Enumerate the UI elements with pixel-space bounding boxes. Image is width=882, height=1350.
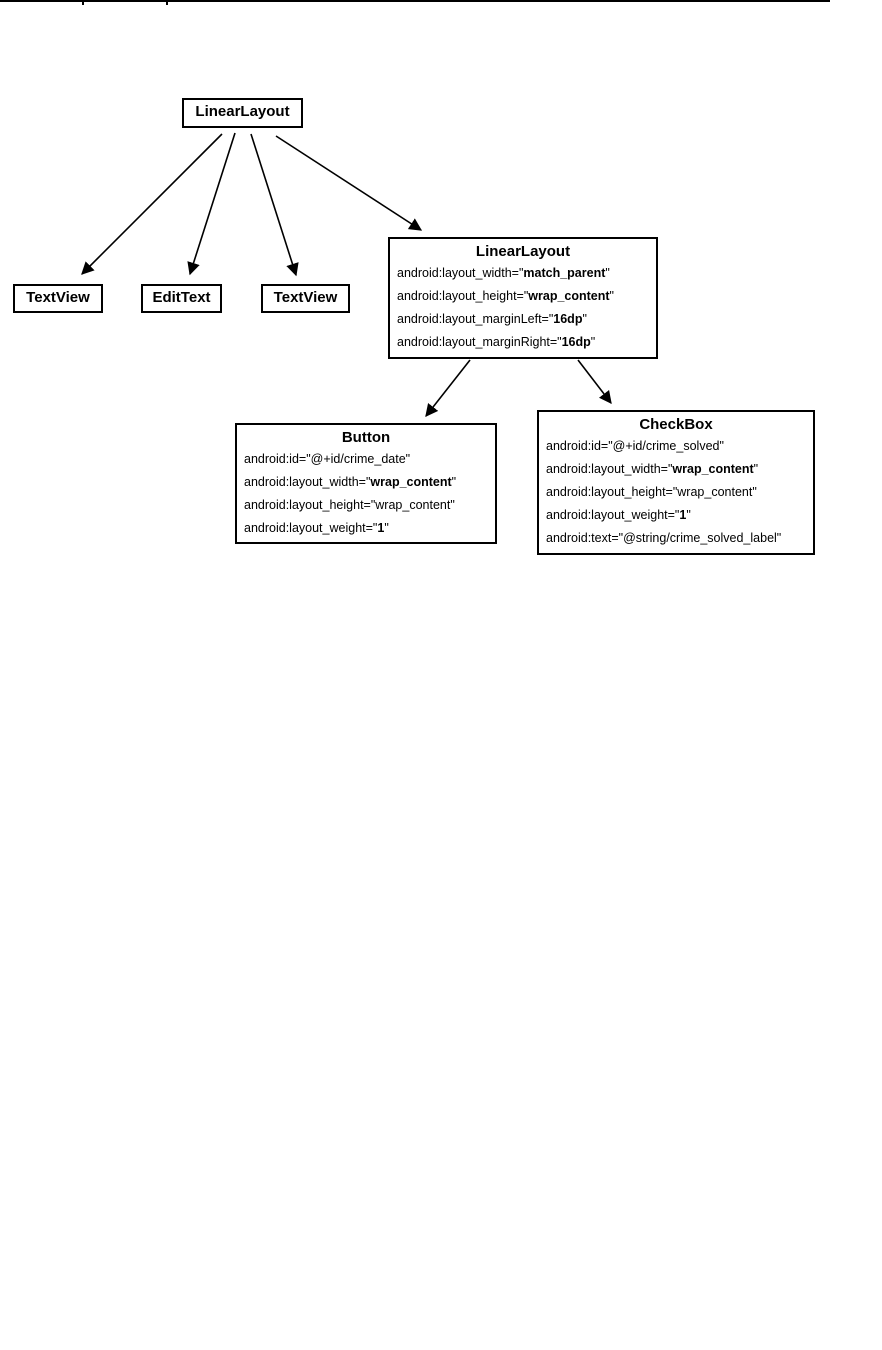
table-column-tick <box>82 0 84 5</box>
node-attributes: android:layout_width="match_parent"andro… <box>390 262 656 354</box>
attribute-line: android:layout_width="match_parent" <box>397 266 610 280</box>
hierarchy-edges <box>81 132 612 418</box>
edge-linearlayout2-button <box>425 359 471 418</box>
node-title: LinearLayout <box>475 243 571 260</box>
node-edittext: EditText <box>141 284 222 313</box>
edge-root-textview1 <box>81 133 223 275</box>
cropped-table-border <box>0 0 830 2</box>
node-textview-2: TextView <box>261 284 350 313</box>
node-title: CheckBox <box>639 416 713 433</box>
node-button: Button android:id="@+id/crime_date"andro… <box>235 423 497 544</box>
node-textview-1: TextView <box>13 284 103 313</box>
node-linearlayout-root: LinearLayout <box>182 98 303 128</box>
node-checkbox: CheckBox android:id="@+id/crime_solved"a… <box>537 410 815 555</box>
table-column-tick <box>166 0 168 5</box>
attribute-line: android:layout_weight="1" <box>244 521 389 535</box>
node-attributes: android:id="@+id/crime_solved" android:la… <box>539 435 813 550</box>
node-attributes: android:id="@+id/crime_date" android:layo… <box>237 448 495 540</box>
attribute-line: android:layout_weight="1" <box>546 508 691 522</box>
attribute-line: android:layout_marginRight="16dp" <box>397 335 596 349</box>
attribute-line: android:id="@+id/crime_solved" <box>546 439 724 453</box>
edge-root-textview2 <box>250 133 299 277</box>
attribute-line: android:layout_height="wrap_content" <box>397 289 614 303</box>
attribute-line: android:layout_width="wrap_content" <box>546 462 759 476</box>
node-linearlayout-child: LinearLayout android:layout_width="match… <box>388 237 658 359</box>
attribute-line: android:layout_width="wrap_content" <box>244 475 457 489</box>
edge-root-edittext <box>187 132 236 276</box>
node-title: Button <box>341 429 391 446</box>
attribute-line: android:layout_height="wrap_content" <box>546 485 757 499</box>
attribute-line: android:id="@+id/crime_date" <box>244 452 411 466</box>
attribute-line: android:layout_height="wrap_content" <box>244 498 455 512</box>
edge-linearlayout2-checkbox <box>577 359 612 405</box>
attribute-line: android:layout_marginLeft="16dp" <box>397 312 587 326</box>
attribute-line: android:text="@string/crime_solved_label… <box>546 531 782 545</box>
edge-root-linearlayout2 <box>275 135 423 231</box>
